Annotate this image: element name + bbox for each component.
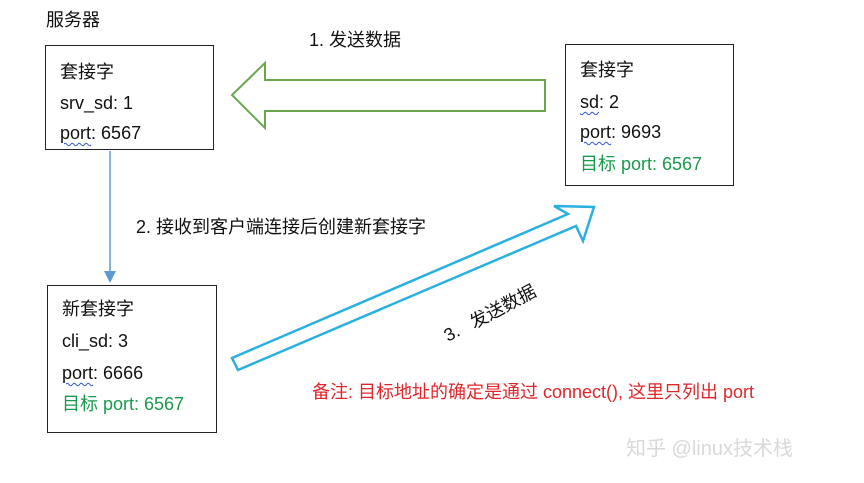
server-fd-key: srv_sd bbox=[60, 93, 114, 113]
new-socket-box: 新套接字 cli_sd: 3 port: 6666 目标 port: 6567 bbox=[47, 285, 217, 433]
server-port-value: 6567 bbox=[101, 123, 142, 143]
new-socket-fd: cli_sd: 3 bbox=[62, 330, 128, 352]
diagonal-hollow-arrow bbox=[230, 204, 596, 372]
client-socket-target-port: 目标 port: 6567 bbox=[580, 154, 703, 174]
watermark: 知乎 @linux技术栈 bbox=[626, 438, 793, 460]
step2-label: 2. 接收到客户端连接后创建新套接字 bbox=[136, 217, 427, 237]
note-text: 备注: 目标地址的确定是通过 connect(), 这里只列出 port bbox=[312, 382, 755, 402]
server-port-sep: : bbox=[91, 123, 102, 143]
client-port-key: port bbox=[580, 122, 612, 142]
left-hollow-arrow bbox=[230, 60, 546, 131]
new-port-value: 6666 bbox=[103, 363, 144, 383]
new-fd-value: 3 bbox=[118, 331, 129, 351]
client-port-sep: : bbox=[611, 122, 622, 142]
server-label: 服务器 bbox=[46, 10, 100, 30]
client-fd-key: sd bbox=[580, 92, 600, 112]
new-port-key: port bbox=[62, 363, 94, 383]
server-fd-value: 1 bbox=[123, 93, 134, 113]
client-fd-value: 2 bbox=[609, 92, 620, 112]
step1-label: 1. 发送数据 bbox=[309, 30, 402, 50]
server-socket-title: 套接字 bbox=[60, 62, 114, 82]
client-socket-port: port: 9693 bbox=[580, 121, 661, 143]
client-fd-sep: : bbox=[599, 92, 610, 112]
new-fd-sep: : bbox=[108, 331, 119, 351]
client-socket-fd: sd: 2 bbox=[580, 91, 619, 113]
server-socket-port: port: 6567 bbox=[60, 122, 141, 144]
new-port-sep: : bbox=[93, 363, 104, 383]
server-socket-fd: srv_sd: 1 bbox=[60, 92, 133, 114]
new-socket-port: port: 6666 bbox=[62, 362, 143, 384]
server-fd-sep: : bbox=[113, 93, 124, 113]
client-socket-title: 套接字 bbox=[580, 60, 634, 80]
down-arrow-head bbox=[104, 271, 116, 283]
server-socket-box: 套接字 srv_sd: 1 port: 6567 bbox=[45, 45, 214, 150]
new-socket-target-port: 目标 port: 6567 bbox=[62, 394, 185, 414]
client-port-value: 9693 bbox=[621, 122, 662, 142]
new-socket-title: 新套接字 bbox=[62, 299, 134, 319]
client-socket-box: 套接字 sd: 2 port: 9693 目标 port: 6567 bbox=[565, 44, 734, 186]
server-port-key: port bbox=[60, 123, 92, 143]
new-fd-key: cli_sd bbox=[62, 331, 109, 351]
